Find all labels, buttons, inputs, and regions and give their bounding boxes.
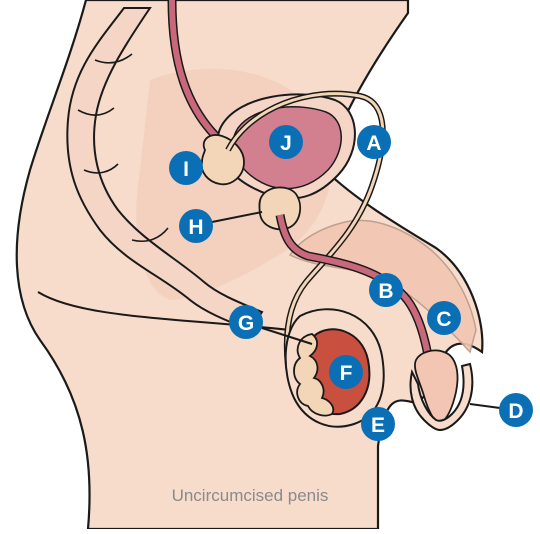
- label-i-text: I: [183, 158, 189, 181]
- label-g-text: G: [238, 312, 254, 335]
- label-e-text: E: [371, 414, 385, 437]
- label-e: E: [361, 407, 395, 441]
- label-j: J: [269, 125, 303, 159]
- pointer-d: [470, 404, 500, 408]
- label-g: G: [229, 305, 263, 339]
- label-d-text: D: [508, 400, 523, 423]
- label-c: C: [427, 301, 461, 335]
- label-d: D: [499, 393, 533, 427]
- label-f-text: F: [340, 362, 353, 385]
- diagram-caption: Uncircumcised penis: [0, 486, 500, 506]
- label-f: F: [329, 355, 363, 389]
- label-a-text: A: [366, 132, 381, 155]
- label-b: B: [369, 273, 403, 307]
- label-b-text: B: [378, 280, 393, 303]
- label-h-text: H: [188, 216, 203, 239]
- label-a: A: [357, 125, 391, 159]
- label-h: H: [179, 209, 213, 243]
- label-i: I: [169, 151, 203, 185]
- label-c-text: C: [436, 308, 451, 331]
- label-j-text: J: [280, 132, 292, 155]
